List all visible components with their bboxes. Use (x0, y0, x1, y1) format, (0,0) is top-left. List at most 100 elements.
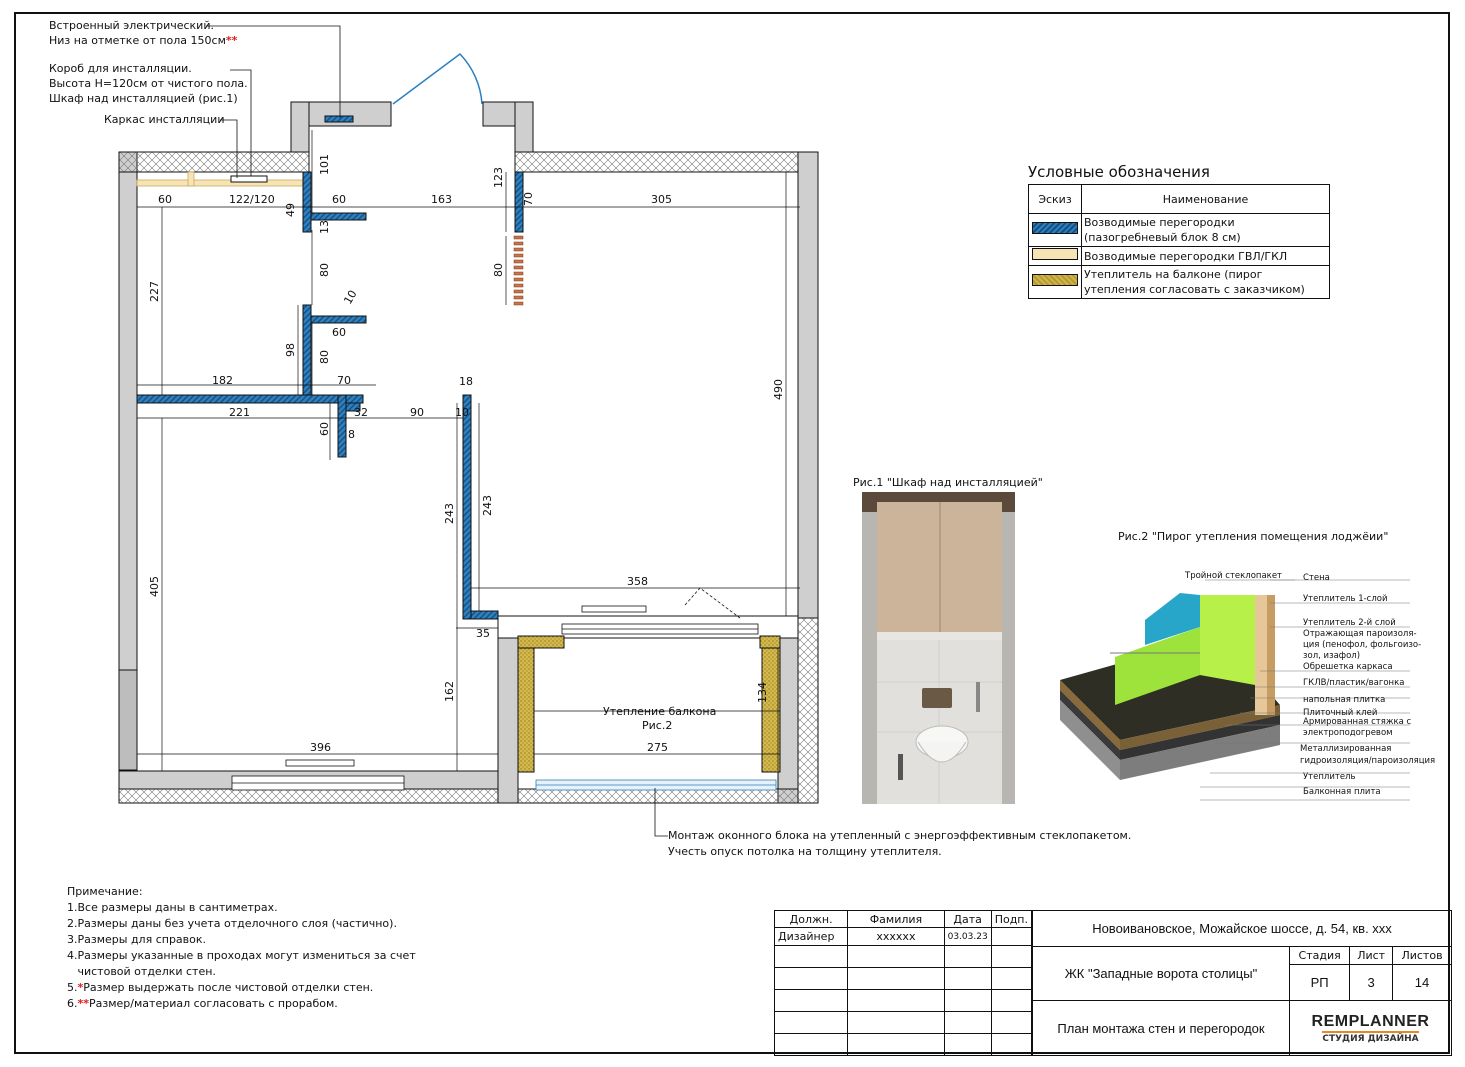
dim-label: 275 (647, 741, 668, 754)
fig2-label: Металлизированная (1300, 744, 1391, 754)
stamp-h-stage: Стадия (1288, 946, 1351, 965)
dim-label: 70 (522, 192, 535, 206)
dim-label: 8 (348, 428, 355, 441)
notes-block: Примечание: 1.Все размеры даны в сантиме… (67, 884, 416, 1012)
legend-item-label: Возводимые перегородки (1084, 216, 1235, 229)
stamp-date: 03.03.23 (943, 927, 992, 946)
balcony-label-ref: Рис.2 (642, 719, 672, 732)
note-item: 3.Размеры для справок. (67, 933, 207, 946)
radiator (513, 235, 524, 306)
stamp-sheets: 14 (1392, 964, 1452, 1001)
frame-annotation: Каркас инсталляции (104, 113, 225, 126)
dim-label: 182 (212, 374, 233, 387)
stamp-h-sheet: Лист (1349, 946, 1394, 965)
dim-label: 163 (431, 193, 452, 206)
stamp-address: Новоивановское, Можайское шоссе, д. 54, … (1032, 910, 1452, 947)
block-partitions (136, 115, 524, 620)
note-item: 6.**Размер/материал согласовать с прораб… (67, 997, 338, 1010)
dim-label: 490 (772, 379, 785, 400)
partition-block-swatch (1032, 222, 1078, 234)
dim-label: 60 (318, 422, 331, 436)
fig2-label: гидроизоляция/пароизоляция (1300, 756, 1435, 766)
dim-label: 243 (443, 503, 456, 524)
legend-col-sketch: Эскиз (1028, 184, 1082, 214)
stamp-stage: РП (1288, 964, 1351, 1001)
stamp-project: ЖК "Западные ворота столицы" (1032, 946, 1290, 1001)
note-item: 4.Размеры указанные в проходах могут изм… (67, 949, 416, 962)
legend-item-label: (пазогребневый блок 8 см) (1084, 231, 1241, 244)
dim-label: 80 (318, 350, 331, 364)
builtin-annotation: Встроенный электрический. Низ на отметке… (49, 19, 238, 47)
dim-label: 243 (481, 495, 494, 516)
dim-label: 101 (318, 154, 331, 175)
dim-label: 18 (459, 375, 473, 388)
dim-label: 405 (148, 576, 161, 597)
fig2-label: ГКЛВ/пластик/вагонка (1303, 678, 1404, 688)
insulation-swatch (1032, 274, 1078, 286)
dim-label: 10 (455, 406, 469, 419)
fig2-label: Балконная плита (1303, 787, 1381, 797)
drawing-frame (14, 12, 1450, 1054)
dim-label: 162 (443, 681, 456, 702)
fig2-label: Тройной стеклопакет (1184, 571, 1282, 581)
stamp-name: xxxxxx (847, 927, 945, 946)
note-item: 1.Все размеры даны в сантиметрах. (67, 901, 278, 914)
legend-item-label: Возводимые перегородки ГВЛ/ГКЛ (1084, 249, 1288, 263)
stamp-h-surname: Фамилия (847, 910, 945, 928)
note-item: чистовой отделки стен. (67, 965, 216, 978)
fig1-title: Рис.1 "Шкаф над инсталляцией" (853, 476, 1043, 489)
dim-label: 80 (318, 263, 331, 277)
dim-label: 80 (492, 263, 505, 277)
gvl-partition (136, 179, 304, 187)
dim-label: 122/120 (229, 193, 275, 206)
legend-col-name: Наименование (1081, 184, 1330, 214)
stamp-h-position: Должн. (773, 910, 849, 928)
fig2-label: напольная плитка (1303, 695, 1385, 705)
title-block: Должн. Фамилия Дата Подп. Дизайнер xxxxx… (773, 910, 1452, 1056)
fig2-label: ция (пенофол, фольгоизо- (1303, 640, 1421, 650)
dim-label: 98 (284, 343, 297, 357)
fig2-label: электроподогревом (1303, 728, 1393, 738)
legend-table: Эскиз Наименование Возводимые перегородк… (1028, 184, 1330, 299)
balcony-insulation (517, 635, 781, 773)
windows (231, 605, 777, 791)
fig2-label: Обрешетка каркаса (1303, 662, 1393, 672)
dim-label: 221 (229, 406, 250, 419)
dim-label: 49 (284, 203, 297, 217)
dim-label: 227 (148, 281, 161, 302)
dim-label: 35 (476, 627, 490, 640)
remplanner-logo: REMPLANNER СТУДИЯ ДИЗАЙНА (1289, 1000, 1452, 1056)
dim-label: 70 (337, 374, 351, 387)
stamp-role: Дизайнер (773, 927, 849, 946)
note-item: 2.Размеры даны без учета отделочного сло… (67, 917, 397, 930)
dim-label: 13 (318, 220, 331, 234)
partition-gvl-swatch (1032, 248, 1078, 260)
fig2-title: Рис.2 "Пирог утепления помещения лоджёии… (1118, 530, 1389, 543)
fig2-label: Стена (1303, 573, 1330, 583)
dim-label: 10 (341, 288, 359, 307)
fig2-label: Плиточный клей (1303, 708, 1377, 718)
balcony-label: Утепление балкона (603, 705, 716, 718)
box-annotation: Короб для инсталляции. Высота H=120см от… (49, 62, 248, 105)
legend-item-label: утепления согласовать с заказчиком) (1084, 283, 1305, 296)
note-item: 5.*Размер выдержать после чистовой отдел… (67, 981, 374, 994)
dim-label: 60 (158, 193, 172, 206)
dim-label: 305 (651, 193, 672, 206)
legend-item-label: Утеплитель на балконе (пирог (1084, 268, 1263, 281)
fig2-label: Утеплитель 2-й слой (1303, 618, 1396, 628)
window-annotation: Монтаж оконного блока на утепленный с эн… (668, 829, 1132, 858)
fig2-label: Армированная стяжка с (1303, 717, 1412, 727)
dim-label: 32 (354, 406, 368, 419)
fig2-label: зол, изафол) (1303, 651, 1360, 661)
door-swing (392, 53, 483, 105)
stamp-h-sign: Подп. (990, 910, 1033, 928)
dim-label: 358 (627, 575, 648, 588)
dim-label: 134 (756, 682, 769, 703)
stamp-h-sheets: Листов (1392, 946, 1452, 965)
dimension-lines (137, 130, 800, 771)
dim-label: 396 (310, 741, 331, 754)
fig2-label: Утеплитель 1-слой (1303, 594, 1388, 604)
fig2-label: Утеплитель (1303, 772, 1356, 782)
dim-label: 60 (332, 193, 346, 206)
